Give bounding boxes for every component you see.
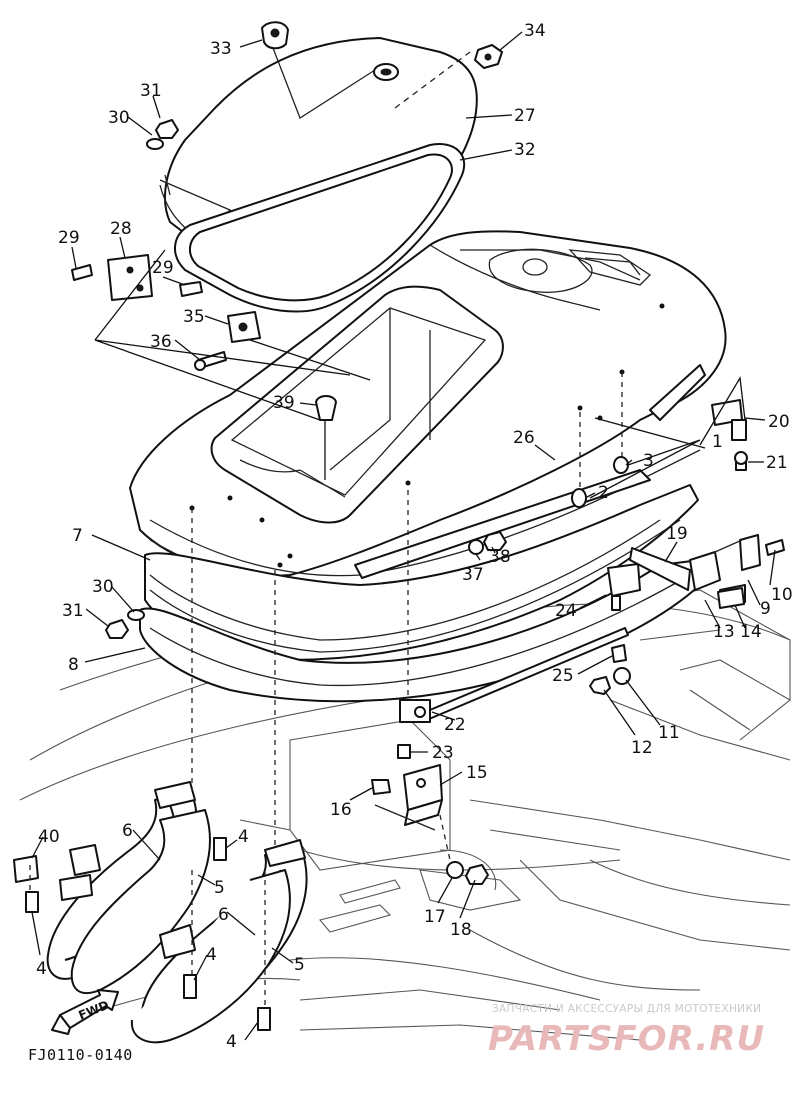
label-2: 2 [598,483,609,503]
label-4-bottom: 4 [226,1032,237,1052]
label-1: 1 [712,432,723,452]
label-5-right: 5 [294,955,305,975]
bracket-15 [403,764,443,826]
label-26: 26 [513,428,535,448]
label-39: 39 [273,393,295,413]
label-27: 27 [514,106,536,126]
label-31-top: 31 [140,81,162,101]
label-6-left: 6 [122,821,133,841]
label-35: 35 [183,307,205,327]
label-28: 28 [110,219,132,239]
label-20: 20 [768,412,790,432]
grip-left [46,781,211,995]
cover-gasket [174,143,466,313]
label-40: 40 [38,827,60,847]
strip-19 [629,547,691,591]
label-24: 24 [555,601,577,621]
label-36: 36 [150,332,172,352]
label-16: 16 [330,800,352,820]
label-21: 21 [766,453,788,473]
label-7: 7 [72,526,83,546]
label-5-left: 5 [214,878,225,898]
label-15: 15 [466,763,488,783]
label-13: 13 [713,622,735,642]
label-29-left: 29 [58,228,80,248]
label-18: 18 [450,920,472,940]
label-6-right: 6 [218,905,229,925]
label-12: 12 [631,738,653,758]
callout-leaders [31,31,776,1041]
label-10: 10 [771,585,793,605]
part-labels: 33 34 31 27 30 32 29 28 29 35 36 39 26 2… [36,21,793,1052]
lower-frame [139,559,701,703]
deck-upper [129,230,727,592]
label-30-left: 30 [92,577,114,597]
label-38: 38 [489,547,511,567]
label-23: 23 [432,743,454,763]
bracket-20 [711,399,747,441]
label-32: 32 [514,140,536,160]
label-29-right: 29 [152,258,174,278]
stay-rod-22 [399,627,629,723]
label-14: 14 [740,622,762,642]
diagram-code: FJ0110-0140 [28,1046,133,1064]
label-34: 34 [524,21,546,41]
fasteners [13,21,785,1031]
fwd-arrow: FWD [51,989,119,1035]
hull-background [19,589,791,1041]
label-25: 25 [552,666,574,686]
label-31-left: 31 [62,601,84,621]
label-33: 33 [210,39,232,59]
label-37: 37 [462,565,484,585]
reference-lines [29,249,746,1005]
label-3: 3 [643,451,654,471]
label-30-top: 30 [108,108,130,128]
label-4-mid: 4 [206,945,217,965]
label-9: 9 [760,599,771,619]
label-4-left: 4 [36,959,47,979]
label-8: 8 [68,655,79,675]
label-4-upper: 4 [238,827,249,847]
bracket-24 [607,563,641,611]
label-17: 17 [424,907,446,927]
label-22: 22 [444,715,466,735]
watermark-brand: PARTSFOR.RU [488,1019,765,1059]
label-11: 11 [658,723,680,743]
label-19: 19 [666,524,688,544]
watermark: ЗАПЧАСТИ И АКСЕССУАРЫ ДЛЯ МОТОТЕХНИКИ PA… [488,1003,765,1059]
watermark-tagline: ЗАПЧАСТИ И АКСЕССУАРЫ ДЛЯ МОТОТЕХНИКИ [492,1003,761,1015]
